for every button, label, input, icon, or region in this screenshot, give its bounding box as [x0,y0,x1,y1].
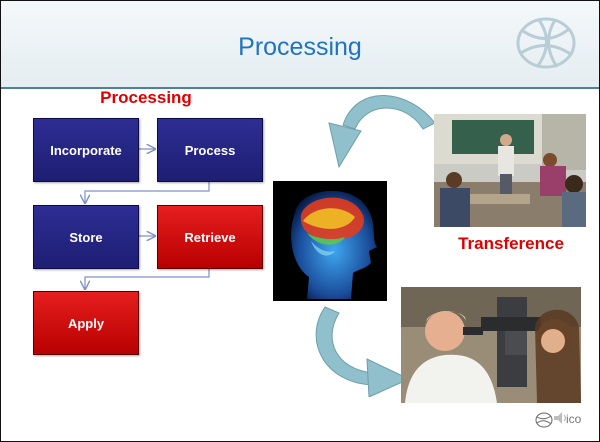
flow-title: Processing [100,88,192,107]
eye-exam-photo [401,287,581,403]
curved-arrow-top [328,95,436,169]
incorporate-box: Incorporate [33,118,139,182]
ico-logo-text: ico [566,412,582,426]
transference-label: Transference [458,234,564,253]
flow-arrow [85,180,210,203]
globe-logo-icon [516,17,576,69]
header-divider [1,87,599,89]
curved-arrow-bottom [315,306,411,397]
process-box: Process [157,118,263,182]
apply-box: Apply [33,291,139,355]
store-box: Store [33,205,139,269]
classroom-photo [434,114,586,227]
speaker-icon[interactable] [552,410,568,426]
brain-image [273,181,387,301]
slide-title: Processing [238,33,362,61]
ico-globe-icon [535,412,553,428]
retrieve-box: Retrieve [157,205,263,269]
flow-arrow [85,267,210,289]
slide-header [1,1,599,89]
